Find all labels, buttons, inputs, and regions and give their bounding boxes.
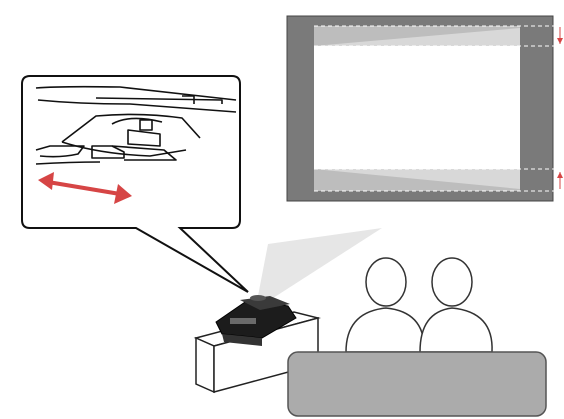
audience-seat-back — [287, 351, 547, 417]
table-front — [195, 336, 215, 394]
light-beam — [258, 228, 382, 300]
person-right-icon — [419, 257, 493, 353]
projection-screen — [286, 15, 563, 202]
projected-image-center — [314, 46, 520, 169]
audience — [345, 257, 493, 353]
double-headed-horizontal-arrow-icon — [38, 172, 132, 204]
callout-bubble — [21, 75, 249, 293]
projector-icon — [215, 295, 297, 346]
lens-shift-lever-closeup — [35, 85, 237, 165]
red-marker-bottom-icon — [557, 172, 563, 189]
person-left-icon — [345, 257, 425, 353]
red-marker-top-icon — [557, 27, 563, 44]
